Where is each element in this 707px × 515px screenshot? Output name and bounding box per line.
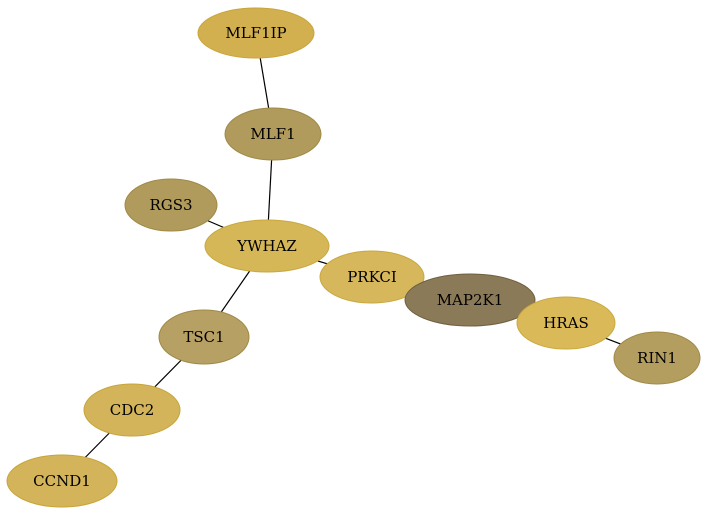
node-ellipse [158,309,250,365]
node-rin1[interactable]: RIN1 [613,331,701,385]
node-ellipse [6,454,118,508]
node-ellipse [319,250,425,304]
node-label: HRAS [543,314,588,332]
node-ellipse [197,7,315,59]
node-label: RGS3 [149,196,192,214]
node-ywhaz[interactable]: YWHAZ [204,219,330,273]
node-label: CDC2 [110,401,155,419]
node-ccnd1[interactable]: CCND1 [6,454,118,508]
node-label: TSC1 [183,328,224,346]
node-label: MLF1 [250,125,295,143]
node-ellipse [613,331,701,385]
node-map2k1[interactable]: MAP2K1 [404,273,536,327]
node-label: YWHAZ [236,237,297,255]
node-label: MAP2K1 [437,291,504,309]
node-ellipse [516,296,616,350]
node-ellipse [124,178,218,232]
node-mlf1ip[interactable]: MLF1IP [197,7,315,59]
node-hras[interactable]: HRAS [516,296,616,350]
node-ellipse [204,219,330,273]
node-ellipse [83,383,181,437]
node-prkci[interactable]: PRKCI [319,250,425,304]
node-ellipse [404,273,536,327]
node-label: RIN1 [637,349,677,367]
node-label: MLF1IP [225,24,286,42]
node-ellipse [224,107,322,161]
node-tsc1[interactable]: TSC1 [158,309,250,365]
node-cdc2[interactable]: CDC2 [83,383,181,437]
node-rgs3[interactable]: RGS3 [124,178,218,232]
node-label: CCND1 [33,472,91,490]
node-mlf1[interactable]: MLF1 [224,107,322,161]
node-label: PRKCI [347,268,397,286]
